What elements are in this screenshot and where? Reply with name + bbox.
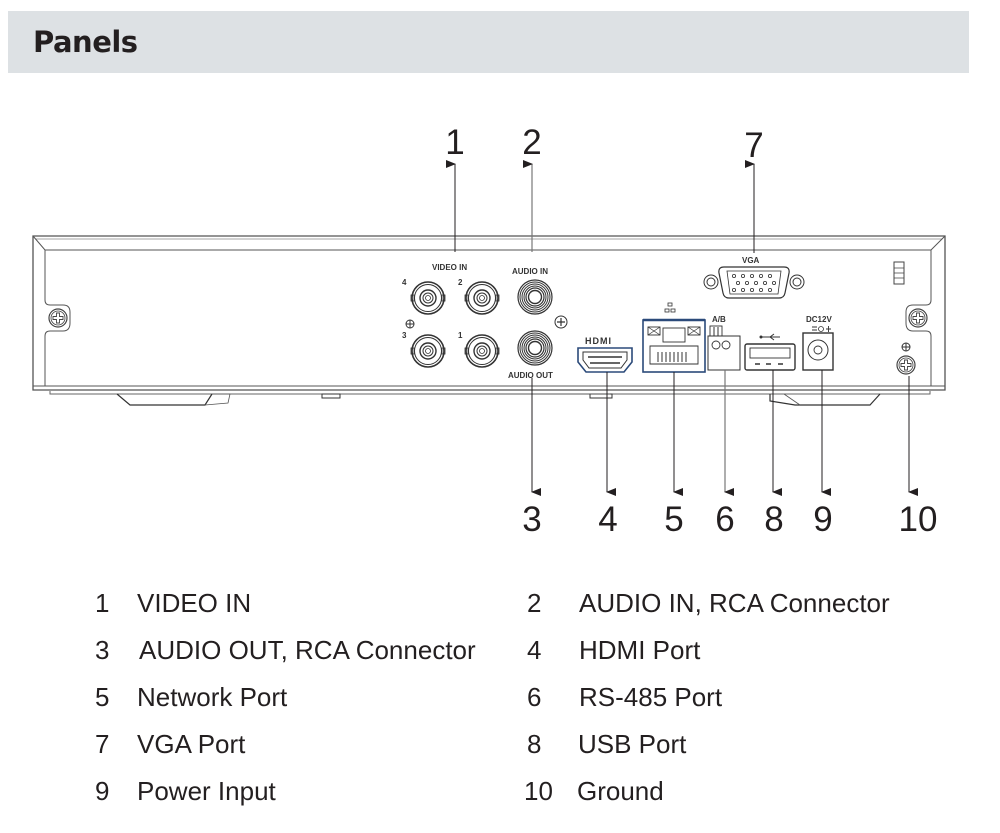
hdmi-silk: HDMI [585, 336, 612, 346]
network-port[interactable] [642, 318, 706, 373]
legend-item: 7 VGA Port [95, 729, 245, 760]
legend-item: 5 Network Port [95, 682, 287, 713]
usb-port[interactable] [744, 343, 796, 371]
callout-number-6: 6 [715, 500, 734, 539]
bnc-channel-label: 2 [458, 278, 463, 287]
network-symbol [664, 302, 676, 313]
legend-item: 6 RS-485 Port [527, 682, 722, 713]
legend-item: 9 Power Input [95, 776, 276, 807]
callout-number-9: 9 [813, 500, 832, 539]
dc-silk: DC12V [806, 315, 832, 324]
bnc-channel-label: 4 [402, 278, 407, 287]
vent-slot [893, 261, 905, 285]
legend-item: 4 HDMI Port [527, 635, 700, 666]
legend-number: 2 [527, 588, 542, 618]
legend-label: VIDEO IN [137, 588, 252, 618]
rear-panel-diagram: VIDEO IN 4 2 3 1 AUDIO IN AUDIO OUT HDMI [32, 123, 946, 539]
rs485-silk: A/B [712, 315, 726, 324]
ground-symbol-audio [554, 315, 568, 329]
ground-symbol-small [405, 319, 415, 329]
vga-silk: VGA [742, 256, 760, 265]
legend-label: Power Input [137, 776, 276, 806]
callout-number-8: 8 [764, 500, 783, 539]
section-title: Panels [33, 25, 138, 59]
legend-number: 10 [524, 776, 553, 806]
usb-symbol [759, 333, 780, 341]
legend-number: 9 [95, 776, 110, 806]
callout-number-1: 1 [445, 123, 464, 162]
bnc-channel-label: 3 [402, 331, 407, 340]
legend-number: 6 [527, 682, 542, 712]
legend-label: Network Port [137, 682, 288, 712]
hdmi-port[interactable] [577, 347, 633, 373]
ground-symbol [901, 342, 911, 352]
legend-label: RS-485 Port [579, 682, 723, 712]
legend-number: 1 [95, 588, 110, 618]
legend-number: 7 [95, 729, 110, 759]
legend-number: 5 [95, 682, 110, 712]
legend-number: 8 [527, 729, 542, 759]
callout-number-4: 4 [598, 500, 617, 539]
legend-label: Ground [577, 776, 664, 806]
vga-port[interactable] [703, 266, 805, 299]
legend-item: 2 AUDIO IN, RCA Connector [527, 588, 890, 619]
audio-in-silk: AUDIO IN [512, 267, 548, 276]
rs485-terminal[interactable] [707, 325, 741, 371]
callout-number-5: 5 [664, 500, 683, 539]
callout-number-10: 10 [899, 500, 938, 539]
legend-label: AUDIO IN, RCA Connector [579, 588, 890, 618]
callout-number-7: 7 [744, 126, 763, 165]
legend-label: HDMI Port [579, 635, 701, 665]
section-header: Panels [8, 11, 969, 73]
bnc-channel-label: 1 [458, 331, 463, 340]
legend-item: 10 Ground [524, 776, 664, 807]
legend-item: 3 AUDIO OUT, RCA Connector [95, 635, 476, 666]
legend-label: USB Port [578, 729, 687, 759]
callout-number-2: 2 [522, 123, 541, 162]
legend-item: 1 VIDEO IN [95, 588, 251, 619]
callout-number-3: 3 [522, 500, 541, 539]
audio-out-silk: AUDIO OUT [508, 371, 553, 380]
legend-label: AUDIO OUT, RCA Connector [139, 635, 476, 665]
video-in-silk: VIDEO IN [432, 263, 467, 272]
legend-item: 8 USB Port [527, 729, 686, 760]
legend-number: 3 [95, 635, 110, 665]
dc-polarity-symbol [812, 326, 831, 332]
power-jack[interactable] [802, 332, 834, 371]
legend-number: 4 [527, 635, 542, 665]
legend-label: VGA Port [137, 729, 246, 759]
